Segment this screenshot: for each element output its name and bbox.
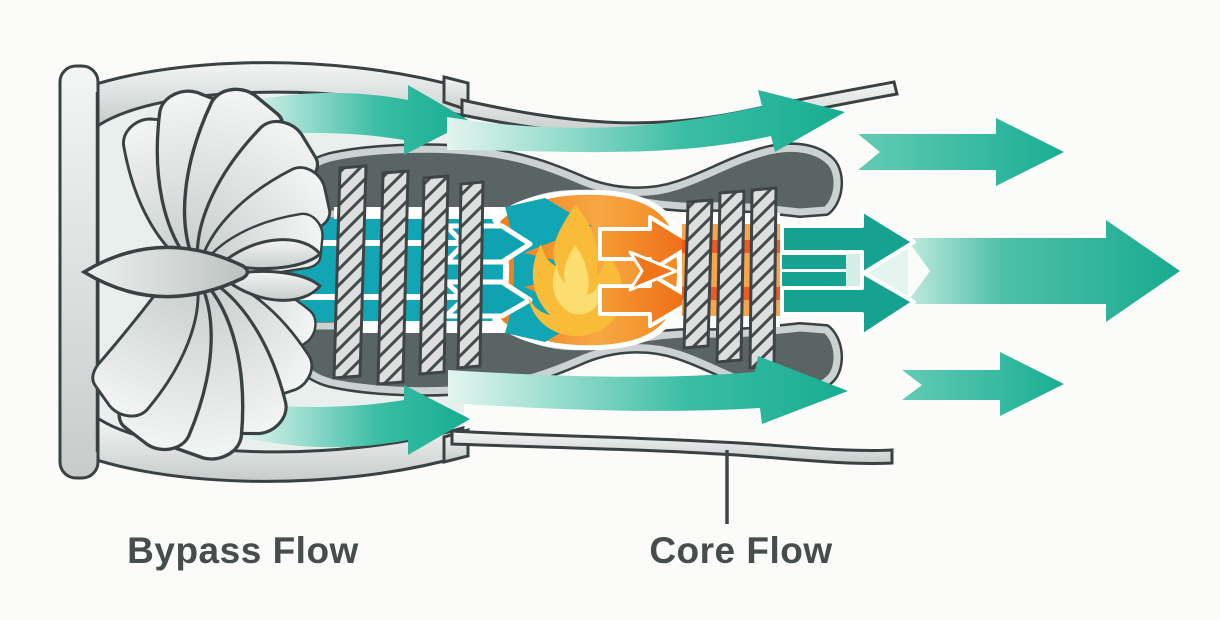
spinner-cone (80, 245, 250, 299)
turbine-blade-row-1 (682, 198, 714, 350)
compressor-blade-row-2 (376, 169, 410, 386)
nozzle-bar-top (782, 255, 846, 269)
bypass-arrow-bottom-duct (448, 356, 848, 424)
duct-streamline-bottom (250, 294, 496, 300)
turbine (682, 186, 780, 370)
compressor-blade-row-3 (418, 174, 450, 376)
compressor-blade-row-1 (332, 164, 368, 380)
exhaust-arrow-main (906, 220, 1180, 322)
annotations: Bypass Flow Core Flow (127, 450, 832, 571)
hot-gas-arrow-top (598, 215, 696, 273)
bypass-arrow-top-duct (447, 90, 845, 153)
core-exit-arrow-bottom (780, 270, 916, 338)
fan-hub-petal-top (224, 238, 323, 271)
hot-gas-wedge (628, 250, 678, 292)
bypass-arrows (240, 85, 1064, 455)
bypass-arrow-bottom-exit (902, 352, 1064, 416)
duct-streamline-top (250, 240, 496, 246)
combustor (443, 189, 696, 351)
fan (80, 81, 346, 468)
core-flow-label: Core Flow (649, 530, 832, 571)
bypass-arrow-top-inlet (240, 85, 470, 155)
bypass-arrow-bottom-inlet (240, 385, 470, 455)
hot-gas-arrow-bottom (598, 272, 696, 328)
flame-inner (552, 245, 602, 315)
compressor-blade-row-4 (456, 180, 485, 370)
compressor (332, 164, 485, 386)
nozzle-bar-bottom (782, 272, 846, 286)
exhaust-nozzle (780, 208, 1180, 338)
core-exit-arrow-top (780, 208, 916, 276)
turbine-blade-row-3 (748, 186, 778, 370)
bypass-flow-label: Bypass Flow (127, 530, 359, 571)
bypass-arrow-top-exit (858, 118, 1064, 186)
turbine-blade-row-2 (715, 189, 746, 364)
duct-wall-bottom (450, 429, 894, 465)
